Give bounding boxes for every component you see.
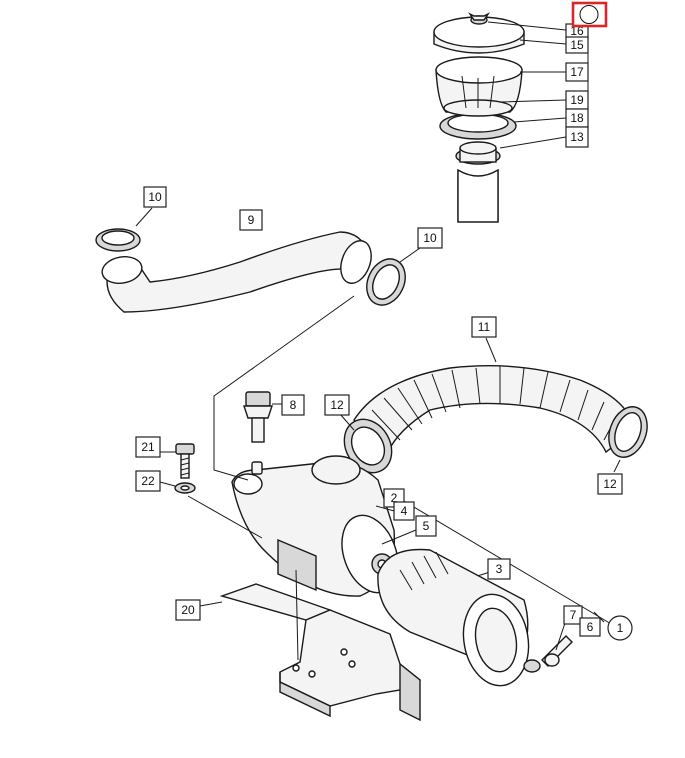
callout-1: 1 (607, 615, 633, 641)
svg-text:7: 7 (570, 608, 577, 622)
callout-7: 7 (563, 605, 583, 625)
sensor-switch-8 (243, 391, 282, 443)
callout-15: 15 (565, 36, 589, 54)
callout-12-right: 12 (597, 473, 623, 495)
intake-hose-9 (95, 207, 421, 313)
callout-21: 21 (135, 436, 161, 458)
callout-4: 4 (393, 501, 415, 521)
callout-12-left: 12 (324, 394, 350, 416)
callout-6: 6 (579, 617, 601, 637)
callout-10-right: 10 (417, 227, 443, 249)
svg-text:5: 5 (423, 519, 430, 533)
callout-22: 22 (135, 470, 161, 492)
svg-text:10: 10 (423, 231, 437, 245)
svg-text:9: 9 (248, 213, 255, 227)
callout-17: 17 (565, 62, 589, 82)
callout-18: 18 (565, 108, 589, 128)
bolt-21-washer-22 (159, 443, 196, 494)
callout-14-highlighted (571, 1, 608, 28)
svg-text:21: 21 (141, 440, 155, 454)
filter-element-3 (377, 548, 530, 687)
svg-text:2: 2 (391, 491, 398, 505)
svg-text:19: 19 (570, 93, 584, 107)
svg-text:12: 12 (603, 477, 617, 491)
svg-text:15: 15 (570, 38, 584, 52)
callout-9: 9 (239, 209, 263, 231)
svg-text:18: 18 (570, 111, 584, 125)
svg-text:16: 16 (570, 24, 584, 38)
svg-text:12: 12 (330, 398, 344, 412)
svg-text:20: 20 (181, 603, 195, 617)
callout-11: 11 (471, 316, 497, 338)
svg-text:1: 1 (617, 621, 624, 635)
svg-text:10: 10 (148, 190, 162, 204)
svg-text:8: 8 (290, 398, 297, 412)
callout-20: 20 (175, 599, 201, 621)
air-cleaner-head-assembly (433, 12, 589, 223)
svg-text:6: 6 (587, 620, 594, 634)
svg-text:11: 11 (478, 320, 491, 334)
svg-text:17: 17 (570, 65, 584, 79)
svg-text:4: 4 (401, 504, 408, 518)
corrugated-hose-11 (339, 337, 648, 474)
mounting-bracket-20 (199, 569, 422, 722)
valve-fitting-6-7 (523, 611, 605, 673)
callout-13: 13 (565, 126, 589, 148)
svg-text:13: 13 (570, 130, 584, 144)
svg-text:22: 22 (141, 474, 155, 488)
callout-3: 3 (487, 558, 511, 580)
callout-10-upper: 10 (143, 186, 167, 208)
svg-text:3: 3 (496, 562, 503, 576)
callout-5: 5 (415, 515, 437, 537)
callout-8: 8 (281, 394, 305, 416)
callout-19: 19 (565, 90, 589, 110)
